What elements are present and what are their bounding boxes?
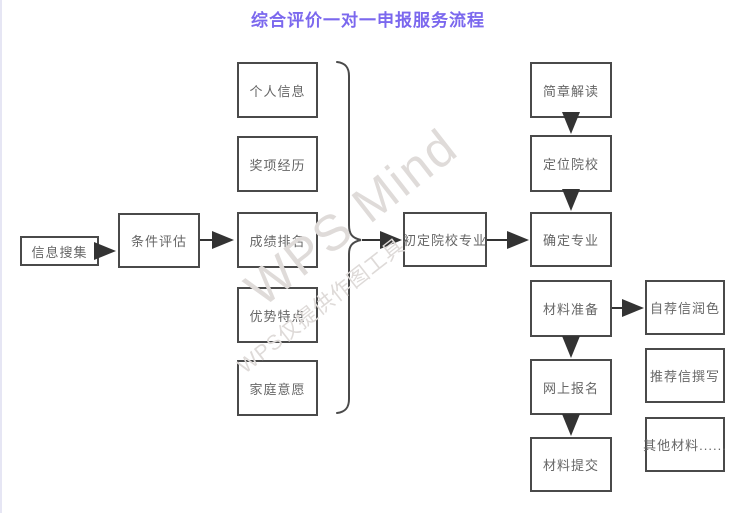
node-personal-info[interactable]: 个人信息 bbox=[237, 62, 318, 118]
grouping-brace bbox=[336, 61, 362, 414]
node-label: 推荐信撰写 bbox=[649, 369, 720, 384]
node-locate-school[interactable]: 定位院校 bbox=[530, 135, 612, 192]
diagram-title: 综合评价一对一申报服务流程 bbox=[251, 11, 485, 30]
node-grade-rank[interactable]: 成绩排名 bbox=[237, 212, 318, 268]
node-material-prep[interactable]: 材料准备 bbox=[530, 280, 612, 337]
node-brochure[interactable]: 简章解读 bbox=[530, 62, 612, 118]
node-label: 奖项经历 bbox=[249, 157, 306, 173]
node-label: 其他材料...... bbox=[643, 438, 727, 453]
node-initial-school[interactable]: 初定院校专业 bbox=[403, 212, 487, 267]
node-label: 材料准备 bbox=[542, 302, 599, 317]
node-award-exp[interactable]: 奖项经历 bbox=[237, 136, 318, 192]
node-label: 材料提交 bbox=[542, 458, 599, 473]
node-label: 个人信息 bbox=[249, 83, 306, 99]
page-edge-line bbox=[0, 0, 2, 513]
node-label: 简章解读 bbox=[542, 83, 599, 99]
node-other-materials[interactable]: 其他材料...... bbox=[643, 417, 727, 472]
node-label: 信息搜集 bbox=[31, 244, 88, 260]
node-label: 初定院校专业 bbox=[403, 233, 488, 248]
node-material-submit[interactable]: 材料提交 bbox=[530, 437, 612, 492]
node-label: 条件评估 bbox=[130, 234, 187, 249]
node-label: 优势特点 bbox=[249, 308, 306, 324]
node-label: 定位院校 bbox=[542, 157, 599, 172]
node-label: 确定专业 bbox=[542, 233, 599, 248]
node-label: 自荐信润色 bbox=[649, 301, 720, 316]
node-rec-letter[interactable]: 推荐信撰写 bbox=[645, 348, 725, 403]
node-online-reg[interactable]: 网上报名 bbox=[530, 359, 612, 415]
node-label: 网上报名 bbox=[542, 380, 599, 396]
node-strengths[interactable]: 优势特点 bbox=[237, 287, 318, 343]
node-family-wish[interactable]: 家庭意愿 bbox=[237, 360, 318, 416]
node-label: 家庭意愿 bbox=[249, 381, 306, 397]
node-self-letter[interactable]: 自荐信润色 bbox=[645, 280, 725, 335]
node-confirm-major[interactable]: 确定专业 bbox=[530, 212, 612, 267]
node-label: 成绩排名 bbox=[249, 233, 306, 249]
node-condition-eval[interactable]: 条件评估 bbox=[118, 213, 200, 268]
node-info-gather[interactable]: 信息搜集 bbox=[20, 236, 99, 266]
